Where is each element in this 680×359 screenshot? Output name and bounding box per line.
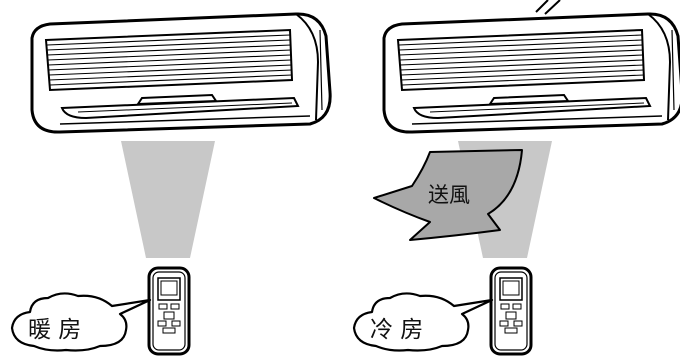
air-conditioner-unit [382, 12, 680, 134]
speech-bubble: 暖 房 [10, 292, 152, 352]
remote-control [489, 266, 533, 356]
speech-bubble: 冷 房 [352, 292, 494, 352]
airflow-arrow: 送風 [373, 149, 523, 241]
mode-label-cooling: 冷 房 [370, 317, 423, 343]
downward-air-beam [121, 141, 215, 258]
heating-panel: 暖 房 [10, 12, 332, 356]
cooling-panel: 送風 冷 房 [352, 0, 680, 356]
mode-label-heating: 暖 房 [28, 317, 81, 343]
air-conditioner-unit [30, 12, 332, 134]
remote-control [147, 266, 191, 356]
swing-lines [535, 0, 561, 15]
airflow-label: 送風 [428, 183, 470, 207]
